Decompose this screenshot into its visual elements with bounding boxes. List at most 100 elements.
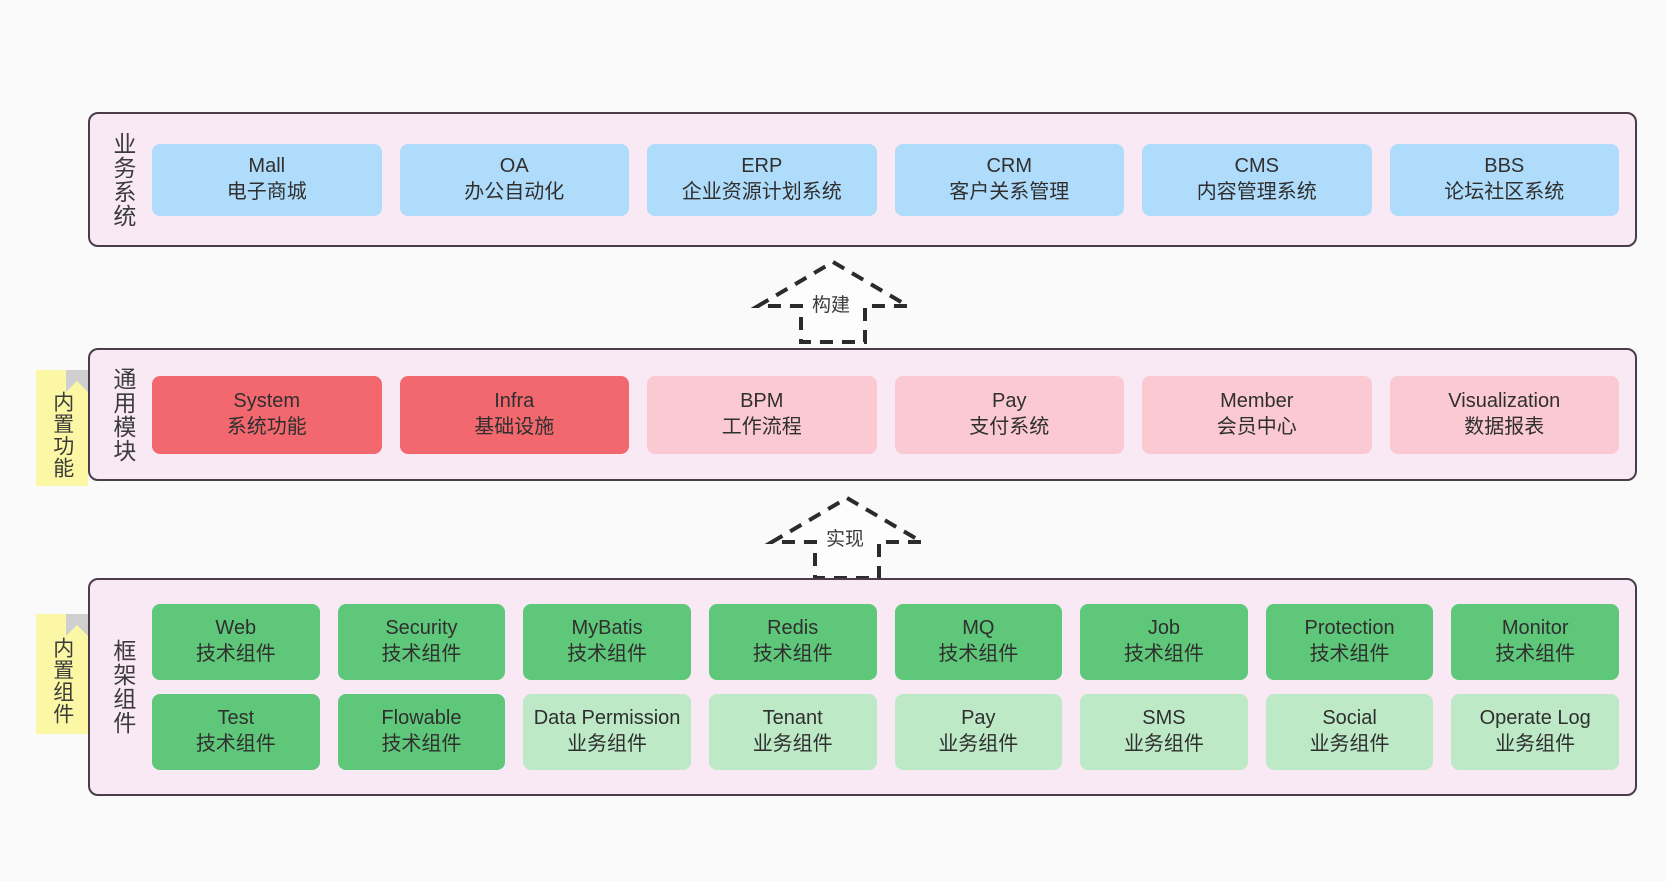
sticky-note-label: 内置组件 [50,637,74,725]
module-card-infra[interactable]: Infra 基础设施 [399,375,629,454]
arrow-label-implement: 实现 [826,529,865,550]
component-name: Data Permission [533,707,681,730]
module-name: CMS [1234,154,1279,177]
module-card-pay[interactable]: Pay 支付系统 [894,375,1124,454]
layer-title-framework-component: 框架组件 [109,639,136,735]
module-card-system[interactable]: System 系统功能 [152,375,382,454]
module-desc: 工作流程 [721,415,802,438]
component-card-web[interactable]: Web 技术组件 [152,604,320,680]
component-name: Operate Log [1479,707,1591,730]
row: Web 技术组件 Security 技术组件 MyBatis 技术组件 Redi… [152,604,1619,680]
module-name: BBS [1484,154,1525,177]
module-desc: 论坛社区系统 [1444,180,1565,203]
module-name: System [233,389,301,412]
component-name: Tenant [762,707,823,730]
sticky-note-label: 内置功能 [50,391,74,479]
component-desc: 技术组件 [381,643,462,665]
module-card-oa[interactable]: OA 办公自动化 [399,143,629,216]
module-desc: 电子商城 [226,180,307,203]
component-card-sms[interactable]: SMS 业务组件 [1080,694,1248,770]
component-name: MQ [962,617,995,640]
layer-body-framework-component: Web 技术组件 Security 技术组件 MyBatis 技术组件 Redi… [144,580,1635,794]
module-card-cms[interactable]: CMS 内容管理系统 [1142,143,1372,216]
module-desc: 客户关系管理 [949,180,1070,203]
module-card-bpm[interactable]: BPM 工作流程 [647,375,877,454]
module-card-visualization[interactable]: Visualization 数据报表 [1389,375,1619,454]
module-card-member[interactable]: Member 会员中心 [1142,375,1372,454]
component-desc: 技术组件 [938,643,1019,665]
row: Mall 电子商城 OA 办公自动化 ERP 企业资源计划系统 CRM 客户关系… [152,143,1619,216]
dashed-arrow-build-icon [748,258,918,344]
layer-framework-component: 框架组件 Web 技术组件 Security 技术组件 MyBatis 技术组件… [88,578,1637,796]
module-card-bbs[interactable]: BBS 论坛社区系统 [1389,143,1619,216]
component-card-protection[interactable]: Protection 技术组件 [1265,604,1434,680]
module-name: ERP [741,154,783,177]
module-name: Member [1220,389,1294,412]
module-desc: 系统功能 [226,415,307,438]
component-name: Flowable [381,707,462,730]
component-card-data-permission[interactable]: Data Permission 业务组件 [523,694,691,770]
component-card-redis[interactable]: Redis 技术组件 [708,604,877,680]
component-name: MyBatis [571,617,643,640]
component-name: Web [215,617,257,640]
layer-business-system: 业务系统 Mall 电子商城 OA 办公自动化 ERP 企业资源计划系统 CRM… [88,112,1637,247]
component-desc: 业务组件 [938,733,1019,755]
component-card-tenant[interactable]: Tenant 业务组件 [708,694,877,770]
component-name: SMS [1142,707,1186,730]
row: Test 技术组件 Flowable 技术组件 Data Permission … [152,694,1619,770]
component-desc: 业务组件 [567,733,648,755]
arrow-label-build: 构建 [812,295,851,316]
module-name: OA [499,154,529,177]
component-desc: 业务组件 [752,733,833,755]
module-name: BPM [740,389,784,412]
component-card-security[interactable]: Security 技术组件 [337,604,506,680]
component-desc: 技术组件 [381,733,462,755]
component-desc: 技术组件 [1123,643,1204,665]
component-card-operate-log[interactable]: Operate Log 业务组件 [1451,694,1619,770]
module-desc: 企业资源计划系统 [681,180,842,203]
sticky-note-builtin-function: 内置功能 [36,370,88,486]
component-card-social[interactable]: Social 业务组件 [1265,694,1434,770]
component-desc: 技术组件 [567,643,648,665]
module-desc: 基础设施 [474,415,555,438]
layer-common-module: 通用模块 System 系统功能 Infra 基础设施 BPM 工作流程 Pay… [88,348,1637,481]
layer-body-business-system: Mall 电子商城 OA 办公自动化 ERP 企业资源计划系统 CRM 客户关系… [144,114,1635,245]
module-name: Mall [248,154,286,177]
component-desc: 业务组件 [1495,733,1576,755]
component-desc: 技术组件 [752,643,833,665]
component-name: Pay [961,707,996,730]
component-card-mybatis[interactable]: MyBatis 技术组件 [523,604,691,680]
module-desc: 支付系统 [969,415,1050,438]
note-fold-icon [66,614,88,636]
component-card-test[interactable]: Test 技术组件 [152,694,320,770]
component-desc: 业务组件 [1123,733,1204,755]
component-name: Protection [1304,617,1395,640]
module-name: Pay [992,389,1027,412]
module-desc: 内容管理系统 [1196,180,1317,203]
component-name: Security [385,617,458,640]
module-name: CRM [986,154,1033,177]
component-card-job[interactable]: Job 技术组件 [1080,604,1248,680]
component-card-flowable[interactable]: Flowable 技术组件 [337,694,506,770]
component-desc: 技术组件 [195,643,276,665]
component-card-monitor[interactable]: Monitor 技术组件 [1451,604,1619,680]
dashed-arrow-implement-icon [762,494,932,580]
component-desc: 技术组件 [1309,643,1390,665]
component-card-mq[interactable]: MQ 技术组件 [894,604,1063,680]
module-card-crm[interactable]: CRM 客户关系管理 [894,143,1124,216]
module-card-mall[interactable]: Mall 电子商城 [152,143,382,216]
layer-title-common-module: 通用模块 [109,366,136,463]
sticky-note-builtin-component: 内置组件 [36,614,88,734]
component-desc: 技术组件 [1495,643,1576,665]
module-name: Infra [494,389,535,412]
layer-title-business-system: 业务系统 [109,131,136,228]
component-desc: 业务组件 [1309,733,1390,755]
layer-body-common-module: System 系统功能 Infra 基础设施 BPM 工作流程 Pay 支付系统… [144,350,1635,479]
component-desc: 技术组件 [195,733,276,755]
module-card-erp[interactable]: ERP 企业资源计划系统 [647,143,877,216]
component-card-pay[interactable]: Pay 业务组件 [894,694,1063,770]
component-name: Redis [767,617,819,640]
component-name: Test [217,707,255,730]
component-name: Job [1147,617,1181,640]
